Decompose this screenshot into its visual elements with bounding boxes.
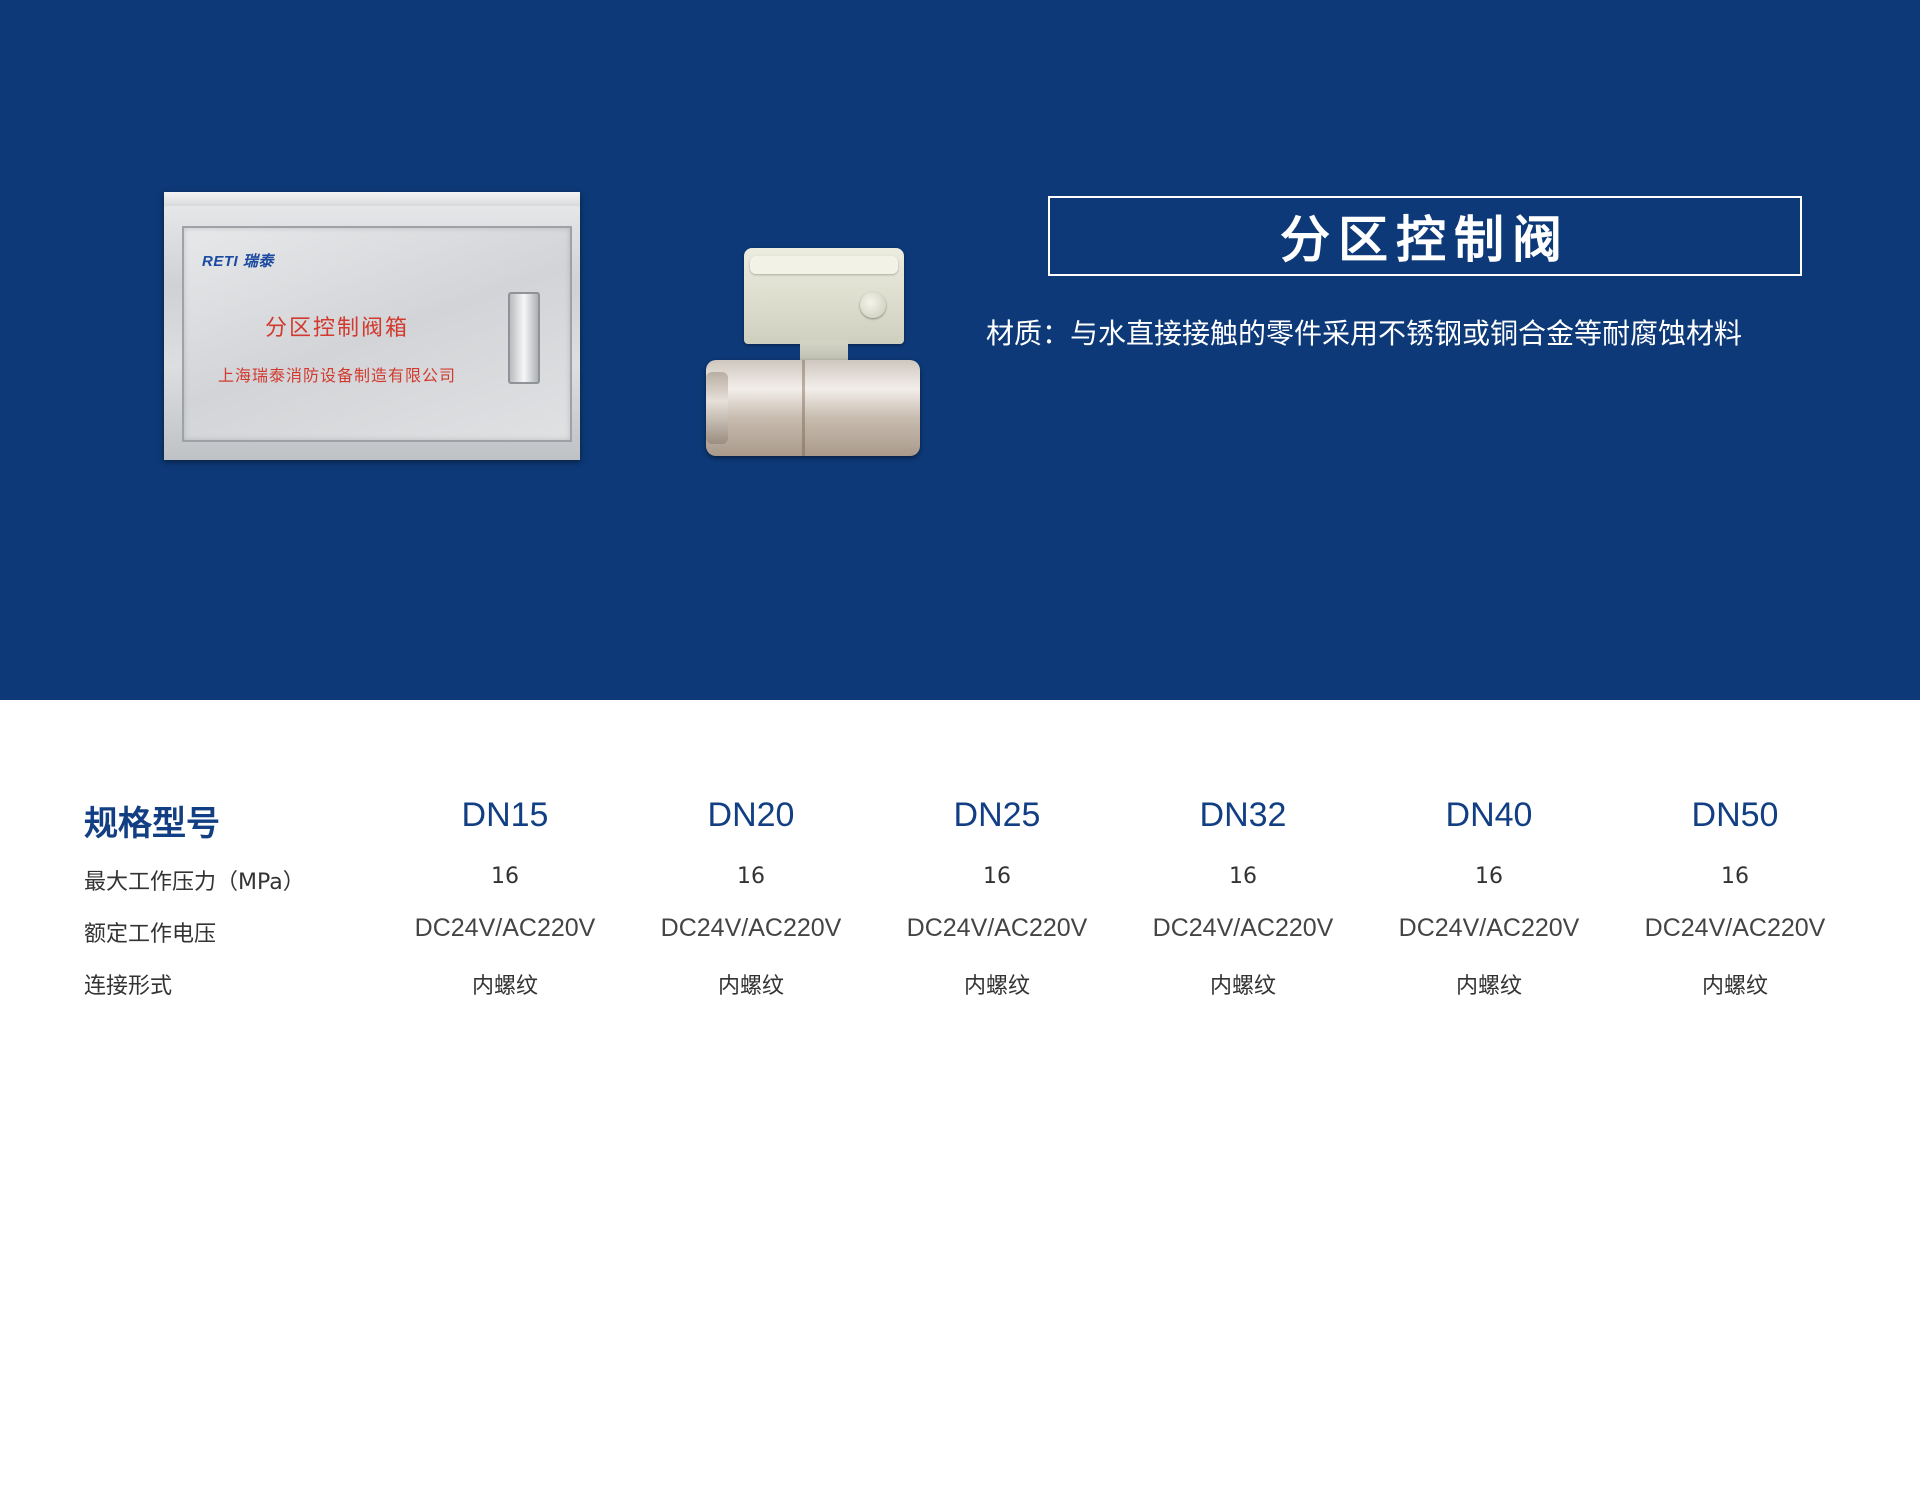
- valve-body-seam: [802, 360, 805, 456]
- spec-cell-voltage: DC24V/AC220V: [906, 914, 1088, 942]
- spec-column-header: DN25: [953, 796, 1041, 834]
- spec-cell-pressure: 16: [1229, 864, 1257, 889]
- spec-cell-pressure: 16: [1721, 864, 1749, 889]
- spec-column-header: DN40: [1445, 796, 1533, 834]
- spec-column-header: DN20: [707, 796, 795, 834]
- spec-cell-connection: 内螺纹: [1701, 974, 1768, 999]
- spec-cell-voltage: DC24V/AC220V: [1152, 914, 1334, 942]
- spec-cell-voltage: DC24V/AC220V: [414, 914, 596, 942]
- spec-cell-connection: 内螺纹: [963, 974, 1030, 999]
- material-description: 材质：与水直接接触的零件采用不锈钢或铜合金等耐腐蚀材料: [986, 317, 1743, 350]
- spec-cell-pressure: 16: [491, 864, 519, 889]
- spec-cell-connection: 内螺纹: [471, 974, 538, 999]
- valve-box-image: RETI 瑞泰 分区控制阀箱 上海瑞泰消防设备制造有限公司: [164, 192, 580, 460]
- valve-actuator-head: [744, 248, 904, 344]
- spec-cell-connection: 内螺纹: [1209, 974, 1276, 999]
- spec-column-header: DN15: [461, 796, 549, 834]
- spec-row-label-voltage: 额定工作电压: [84, 922, 217, 947]
- spec-column-header: DN50: [1691, 796, 1779, 834]
- box-logo: RETI 瑞泰: [202, 253, 274, 270]
- spec-cell-connection: 内螺纹: [717, 974, 784, 999]
- spec-cell-pressure: 16: [737, 864, 765, 889]
- valve-body: [706, 360, 920, 456]
- spec-cell-voltage: DC24V/AC220V: [1398, 914, 1580, 942]
- spec-cell-voltage: DC24V/AC220V: [660, 914, 842, 942]
- box-handle: [508, 292, 540, 384]
- spec-row-label-connection: 连接形式: [84, 974, 173, 999]
- box-company-name: 上海瑞泰消防设备制造有限公司: [218, 366, 457, 385]
- spec-cell-voltage: DC24V/AC220V: [1644, 914, 1826, 942]
- spec-cell-connection: 内螺纹: [1455, 974, 1522, 999]
- valve-actuator-lid: [750, 256, 898, 274]
- valve-inlet-port: [706, 372, 728, 444]
- spec-header-label: 规格型号: [84, 804, 220, 844]
- valve-cable-gland: [860, 292, 886, 318]
- box-door: [182, 226, 572, 442]
- box-label: 分区控制阀箱: [264, 316, 409, 341]
- hero-banner: RETI 瑞泰 分区控制阀箱 上海瑞泰消防设备制造有限公司 分区控制阀 材质：与…: [0, 0, 1920, 700]
- product-title: 分区控制阀: [1280, 211, 1570, 269]
- spec-cell-pressure: 16: [1475, 864, 1503, 889]
- spec-row-label-pressure: 最大工作压力（MPa）: [84, 870, 305, 895]
- product-title-box: 分区控制阀: [1048, 196, 1802, 276]
- spec-column-header: DN32: [1199, 796, 1287, 834]
- box-top-edge: [164, 192, 580, 206]
- spec-cell-pressure: 16: [983, 864, 1011, 889]
